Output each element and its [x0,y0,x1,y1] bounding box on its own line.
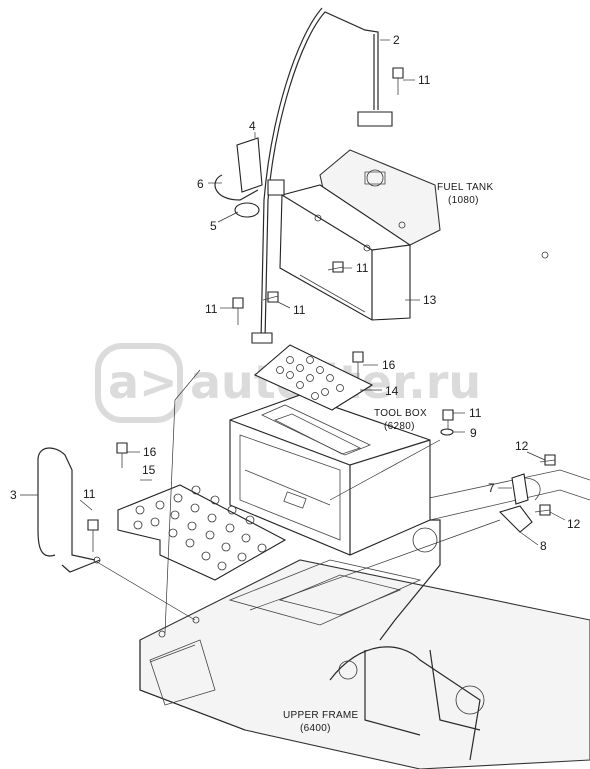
callout-11: 11 [356,261,369,275]
callout-4: 4 [249,119,256,133]
fuel-tank-code: (1080) [448,195,479,206]
fuel-tank-label: FUEL TANK [437,182,493,193]
callout-13: 13 [423,293,437,307]
callout-16: 16 [143,445,157,459]
cover-plate [279,184,411,321]
callout-11: 11 [293,303,306,317]
callout-8: 8 [540,539,547,553]
callout-12: 12 [515,439,529,453]
callout-16: 16 [382,358,396,372]
bolts [87,67,556,552]
callouts: 2 11 4 6 5 11 13 11 11 16 14 11 9 12 7 1… [10,33,581,553]
pin-and-bracket [440,428,541,533]
callout-11: 11 [418,73,431,87]
handrail-3 [37,447,101,573]
upper-frame-label: UPPER FRAME [283,710,359,721]
callout-3: 3 [10,488,17,502]
leader-lines [20,39,566,634]
callout-5: 5 [210,219,217,233]
checker-plate-14 [253,344,374,411]
callout-11: 11 [205,302,218,316]
callout-11: 11 [469,406,482,420]
callout-9: 9 [470,426,477,440]
callout-14: 14 [385,384,399,398]
checker-plate-15 [117,484,287,581]
callout-7: 7 [488,481,495,495]
callout-11: 11 [83,487,96,501]
handrail-rod [251,7,393,344]
callout-6: 6 [197,177,204,191]
watermark-logo: a> [108,355,178,409]
tool-box-label: TOOL BOX [374,408,427,419]
upper-frame [139,469,590,769]
callout-2: 2 [393,33,400,47]
reference-labels: FUEL TANK (1080) TOOL BOX (6280) UPPER F… [283,182,493,734]
mirror-assembly [214,137,285,218]
upper-frame-code: (6400) [300,723,331,734]
callout-15: 15 [142,463,156,477]
callout-12: 12 [567,517,581,531]
tool-box-code: (6280) [384,421,415,432]
